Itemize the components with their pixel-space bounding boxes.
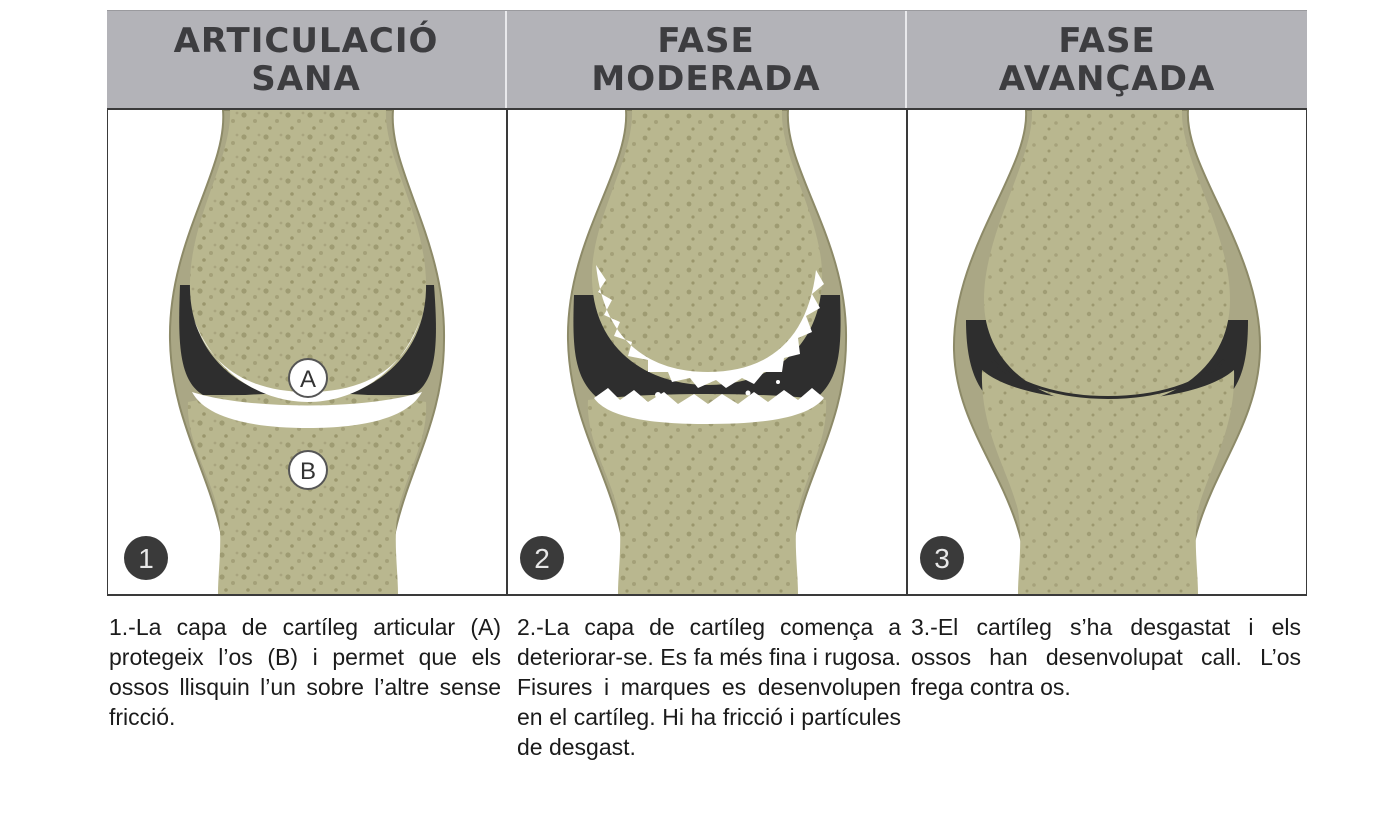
label-b: B (300, 458, 316, 485)
panel-advanced-phase: 3 (907, 108, 1307, 596)
lower-bone (587, 394, 827, 594)
label-b-circle (288, 450, 328, 490)
panel-number-badge-3 (920, 536, 964, 580)
label-a-circle (288, 358, 328, 398)
cartilage-lower-rough (594, 388, 824, 424)
panel-number-2: 2 (534, 543, 550, 574)
advanced-joint-illustration: 3 (920, 110, 1262, 594)
panel-number-3: 3 (934, 543, 950, 574)
caption-advanced: 3.-El cartíleg s’ha desgastat i els osso… (911, 614, 1301, 700)
panel-healthy-joint: A B 1 (107, 108, 507, 596)
caption-healthy: 1.-La capa de cartíleg articular (A) pro… (109, 614, 501, 730)
label-a: A (300, 366, 316, 393)
upper-bone (189, 110, 427, 400)
caption-moderate: 2.-La capa de cartíleg comença a deterio… (517, 614, 901, 760)
panel-moderate-phase: 2 (507, 108, 907, 596)
moderate-joint-illustration: 2 (520, 110, 848, 594)
panel-number-badge-1 (124, 536, 168, 580)
cartilage-lower (192, 392, 422, 428)
wear-particle (776, 380, 780, 384)
diagram-panels: A B 1 (107, 108, 1307, 596)
lower-bone (981, 370, 1235, 594)
panel-number-1: 1 (138, 543, 154, 574)
wear-particle (745, 390, 751, 396)
lower-bone (187, 393, 427, 594)
panel-number-badge-2 (520, 536, 564, 580)
wear-particle (655, 392, 661, 398)
healthy-joint-illustration: A B 1 (124, 110, 446, 594)
upper-bone (591, 110, 823, 385)
caption-row: 1.-La capa de cartíleg articular (A) pro… (107, 612, 1307, 762)
bone-contact-line (990, 358, 1226, 399)
upper-bone (984, 110, 1230, 406)
